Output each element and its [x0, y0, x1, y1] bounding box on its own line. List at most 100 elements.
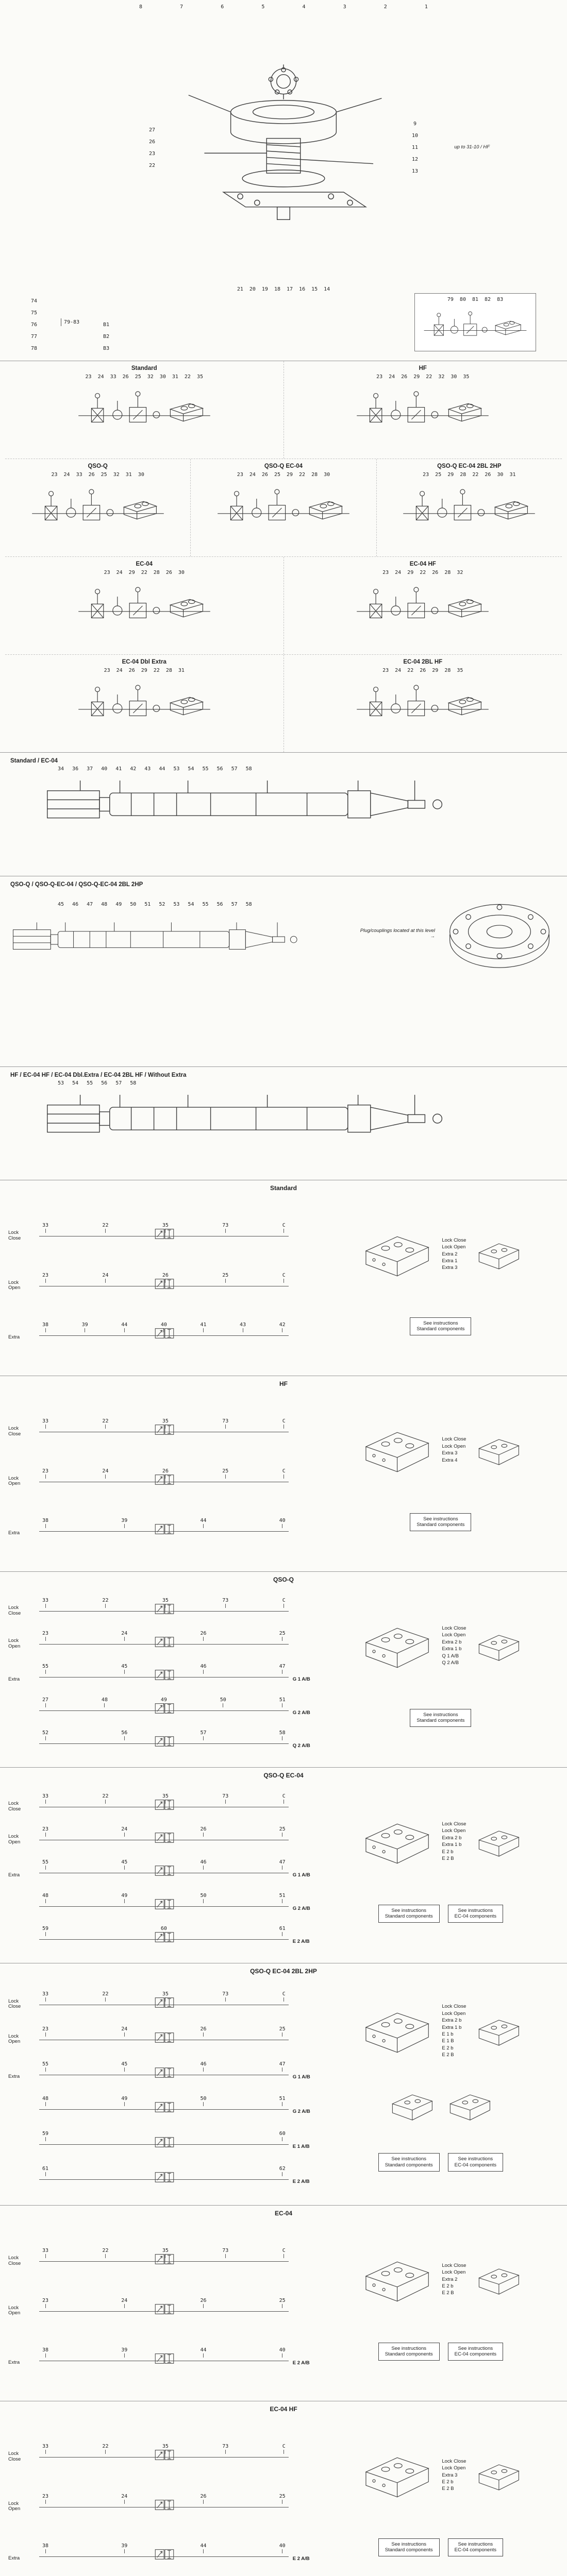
part-callout: 45 [58, 901, 64, 907]
part-callout: 46 [200, 1859, 206, 1870]
part-callout: Lock Open [442, 1443, 466, 1449]
row-label: Lock Open [8, 1638, 21, 1649]
part-callout: 37 [87, 766, 93, 772]
part-callout: 25 [279, 2494, 286, 2504]
part-callout: 48 [42, 1893, 48, 1903]
part-callout: 40 [279, 2543, 286, 2553]
part-callout: Extra 2 b [442, 1639, 462, 1645]
part-callout: 81 [472, 297, 479, 302]
part-callout: 46 [72, 901, 79, 907]
part-callout: 22 [102, 1991, 108, 2002]
part-callout: 35 [162, 1223, 169, 1233]
part-callout: C [282, 2248, 286, 2258]
part-callout: 33 [76, 472, 82, 478]
part-callout: C [282, 1468, 286, 1479]
row-label: Extra [8, 1530, 20, 1536]
part-callout: Lock Open [442, 1828, 466, 1834]
part-callout: 26 [165, 570, 172, 575]
manifold-drawing [13, 480, 183, 536]
panel-title: EC-04 HF [409, 561, 436, 567]
manifold-block-drawing [357, 2253, 435, 2307]
part-callout: 50 [200, 2096, 206, 2106]
part-callout: 24 [249, 472, 256, 478]
part-callout: 61 [279, 1926, 286, 1936]
part-callout: 13 [412, 168, 419, 174]
part-callout: 39 [121, 2347, 127, 2358]
valve-symbol [154, 1899, 175, 1910]
part-callout: 24 [121, 1826, 127, 1837]
valve-symbol [154, 1832, 175, 1843]
part-callout: 23 [423, 472, 429, 478]
row-label: Lock Open [8, 2033, 21, 2045]
part-callout: 75 [31, 310, 38, 316]
part-callout: 55 [42, 2061, 48, 2072]
part-callout: 73 [222, 2248, 228, 2258]
part-callout: 46 [200, 1664, 206, 1674]
part-callout: 73 [222, 1991, 228, 2002]
part-callout: 57 [200, 1730, 206, 1740]
detail-drawing [421, 304, 529, 348]
assembly-qsoq: QSO-Q / QSO-Q-EC-04 / QSO-Q-EC-04 2BL 2H… [0, 876, 567, 1066]
part-callout: 35 [162, 2444, 169, 2454]
part-callout: 8 [139, 4, 143, 10]
part-callout: 33 [42, 1598, 48, 1608]
part-callout: 24 [121, 2026, 127, 2037]
part-callout: 58 [245, 766, 252, 772]
actuator-exploded-drawing [173, 63, 394, 233]
part-callout: 24 [63, 472, 70, 478]
part-callout: 23 [42, 2298, 48, 2308]
part-callout: 38 [42, 2543, 48, 2553]
extra-block-drawing [473, 1236, 524, 1273]
part-callout: 40 [279, 2347, 286, 2358]
instruction-box: See instructions Standard components [410, 1513, 472, 1532]
instruction-box: See instructions EC-04 components [447, 2538, 503, 2557]
part-callout: 38 [42, 1518, 48, 1528]
part-callout: 24 [116, 570, 123, 575]
part-callout: 30 [324, 472, 330, 478]
part-callout: 39 [121, 2543, 127, 2553]
part-callout: 33 [42, 1223, 48, 1233]
part-callout: 25 [222, 1468, 228, 1479]
extra-block-drawing [473, 2262, 524, 2298]
part-callout: 25 [101, 472, 107, 478]
part-callout: 16 [299, 286, 306, 292]
valve-symbol [154, 2353, 175, 2364]
part-callout: 4 [302, 4, 306, 10]
part-callout: Q 2 A/B [442, 1660, 459, 1666]
part-callout: Lock Open [442, 2465, 466, 2471]
manifold-drawing [338, 578, 508, 634]
manifold-block-drawing [357, 2004, 435, 2058]
panel-title: QSO-Q [88, 463, 108, 469]
part-callout: 25 [279, 1826, 286, 1837]
manifold-block-drawing [357, 1228, 435, 1281]
part-callout: 23 [51, 472, 58, 478]
part-callout: 26 [420, 668, 426, 673]
part-callout: 36 [72, 766, 79, 772]
part-callout: 22 [102, 1223, 108, 1233]
part-callout: 26 [200, 2494, 206, 2504]
part-callout: C [282, 2444, 286, 2454]
valve-symbol [154, 1799, 175, 1810]
extra-block-drawing [473, 2013, 524, 2049]
part-callout: 61 [42, 2166, 48, 2176]
part-callout: 26 [261, 472, 268, 478]
row-label: Lock Close [8, 1426, 21, 1437]
